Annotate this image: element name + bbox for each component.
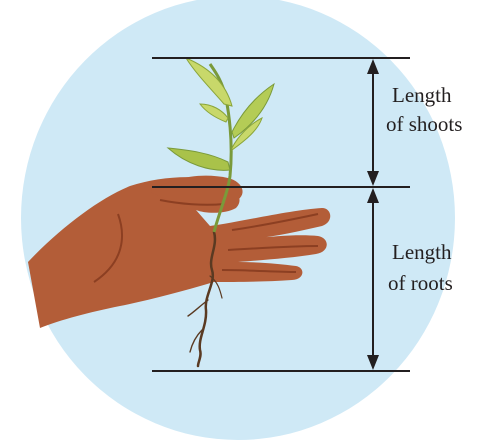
shoots-label-line-1: Length <box>392 83 452 107</box>
shoots-label-line-2: of shoots <box>386 112 462 136</box>
roots-label-line-2: of roots <box>388 271 453 295</box>
roots-label-line-1: Length <box>392 240 452 264</box>
